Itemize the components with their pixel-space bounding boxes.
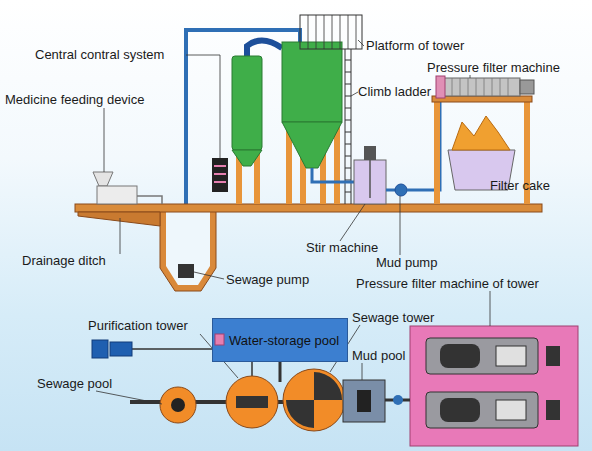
cabinet-stripe [214, 181, 226, 183]
platform-rail [308, 15, 356, 49]
storage-pool-box: Water-storage pool [212, 318, 348, 362]
node-text: Water-storage pool [229, 333, 339, 348]
leader-line [362, 363, 363, 380]
pump-symbol [393, 395, 403, 405]
leader-line [400, 196, 401, 255]
sewage-pool-symbol [160, 387, 196, 423]
mud-pool-symbol [343, 380, 385, 422]
leader-line [490, 291, 491, 326]
motor-symbol [110, 342, 132, 356]
press-body [496, 400, 526, 420]
part-label: Pressure filter machine [427, 60, 560, 75]
part-label: Sewage pool [37, 376, 112, 391]
part-label: Sewage tower [352, 310, 434, 325]
filter-press [444, 78, 520, 96]
part-label: Central contral system [35, 47, 164, 62]
part-label: Drainage ditch [22, 253, 106, 268]
purification-tower-symbol [226, 376, 278, 428]
leader-line [194, 272, 224, 279]
tank-cone [282, 122, 342, 168]
press-unit [426, 392, 538, 428]
part-label: Stir machine [306, 240, 378, 255]
feed-pipe [137, 196, 162, 204]
press-cylinder [440, 344, 480, 368]
mud-pool-pump [357, 390, 371, 412]
tower-platform [300, 15, 362, 49]
stir-shaft [369, 160, 371, 198]
mud-pump-symbol [395, 184, 407, 196]
leader-line [470, 75, 471, 78]
stir-tank [354, 160, 386, 204]
feeder-box [97, 186, 137, 204]
sewage-pit [160, 211, 216, 291]
part-label: Medicine feeding device [5, 92, 144, 107]
press-cylinder [440, 398, 480, 422]
press-motor [520, 80, 534, 94]
part-label: Sewage pump [226, 272, 309, 287]
part-label: Mud pool [352, 348, 405, 363]
press-plates [452, 78, 508, 96]
tower-core [236, 396, 268, 408]
part-label: Mud pump [376, 255, 437, 270]
tower-quadrants [286, 372, 342, 428]
cabinet-stripe [214, 165, 226, 167]
purification-tank [232, 56, 262, 150]
press-unit [426, 338, 538, 374]
plan-pipe [279, 362, 282, 382]
storage-marker [215, 334, 224, 345]
sewage-tank [282, 42, 342, 122]
press-body [496, 346, 526, 366]
press-room [410, 326, 578, 446]
stir-motor [364, 146, 376, 160]
leader-line [340, 204, 365, 241]
part-label: Climb ladder [358, 84, 431, 99]
press-head [436, 76, 445, 98]
mud-pipe [312, 168, 354, 182]
ground-slab [75, 204, 542, 212]
leader-lines [96, 40, 490, 404]
leader-line [186, 55, 220, 158]
leader-line [120, 218, 121, 254]
cabinet-stripe [214, 173, 226, 175]
part-label: Filter cake [490, 178, 550, 193]
part-label: Pressure filter machine of tower [356, 276, 539, 291]
motor-symbol [92, 340, 108, 358]
press-leg [434, 101, 440, 204]
leader-line [351, 92, 358, 96]
leader-line [358, 40, 364, 46]
press-panel [546, 346, 560, 366]
leader-line [96, 391, 162, 404]
connect-pipe [247, 40, 282, 58]
funnel [93, 172, 113, 186]
press-panel [546, 400, 560, 420]
filter-cake-pile [452, 116, 510, 150]
tank-cone [232, 150, 262, 166]
press-table [432, 96, 532, 102]
sewage-tower-symbol [283, 369, 345, 431]
part-label: Purification tower [88, 318, 188, 333]
part-label: Platform of tower [366, 38, 464, 53]
sewage-pump-symbol [178, 264, 194, 278]
control-cabinet [212, 158, 228, 192]
drainage-ditch-symbol [78, 212, 160, 226]
pool-center [171, 398, 185, 412]
leader-line [104, 108, 105, 172]
